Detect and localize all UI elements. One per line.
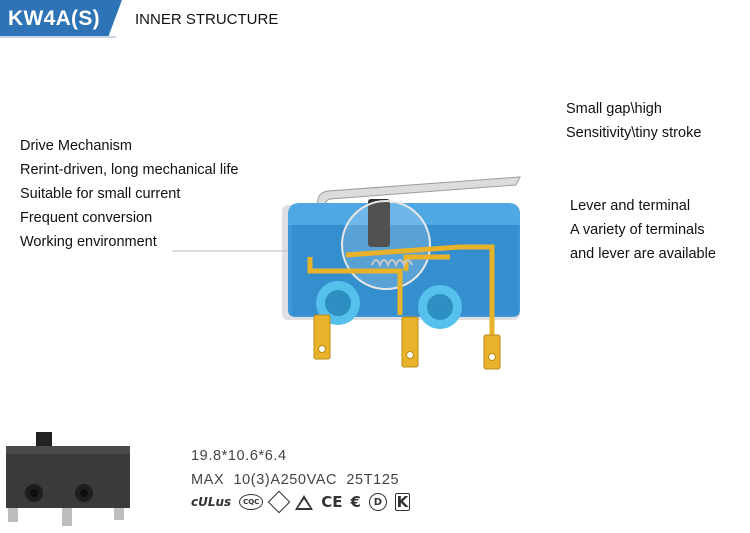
note-line: Frequent conversion [20,210,153,226]
note-line: Small gap\high [566,101,662,117]
enec-icon: € [350,493,361,511]
warning-triangle-icon [295,494,314,510]
mounting-hole-right [418,285,462,329]
note-line: Rerint-driven, long mechanical life [20,162,239,178]
note-line: Drive Mechanism [20,138,132,154]
detail-magnifier [341,200,431,290]
note-line: Suitable for small current [20,186,181,202]
note-line: Lever and terminal [570,198,691,214]
note-line: A variety of terminals [570,222,705,238]
spring [371,259,413,268]
terminals [313,314,501,370]
note-line: Sensitivity\tiny stroke [566,125,702,141]
product-photo [6,432,130,526]
section-title: INNER STRUCTURE [135,11,279,28]
plunger [368,199,390,247]
model-title: KW4A(S) [8,7,100,30]
certification-marks: cULus CQC CE € D K [191,490,410,514]
lever-terminal-notes: Lever and terminal A variety of terminal… [570,194,716,266]
note-line: Working environment [20,234,157,250]
dimensions-text: 19.8*10.6*6.4 [191,448,287,464]
tab-underline [0,36,116,38]
cul-us-icon: cULus [191,495,232,509]
switch-cutaway-diagram [282,176,521,370]
note-line: and lever are available [570,246,716,262]
mounting-hole-left [316,281,360,325]
model-tab: KW4A(S) [0,0,122,36]
vde-icon [267,490,291,514]
terminal-frame [307,244,495,337]
spec-block: 19.8*10.6*6.4 MAX 10(3)A250VAC 25T125 [191,444,399,492]
header: KW4A(S) INNER STRUCTURE [0,0,750,40]
sensitivity-notes: Small gap\high Sensitivity\tiny stroke [566,97,701,145]
k-mark-icon: K [394,493,410,511]
drive-mechanism-notes: Drive Mechanism Rerint-driven, long mech… [20,134,238,254]
ce-icon: CE [321,493,343,511]
cqc-icon: CQC [239,494,264,510]
d-mark-icon: D [368,493,387,511]
rating-text: MAX 10(3)A250VAC 25T125 [191,472,400,488]
